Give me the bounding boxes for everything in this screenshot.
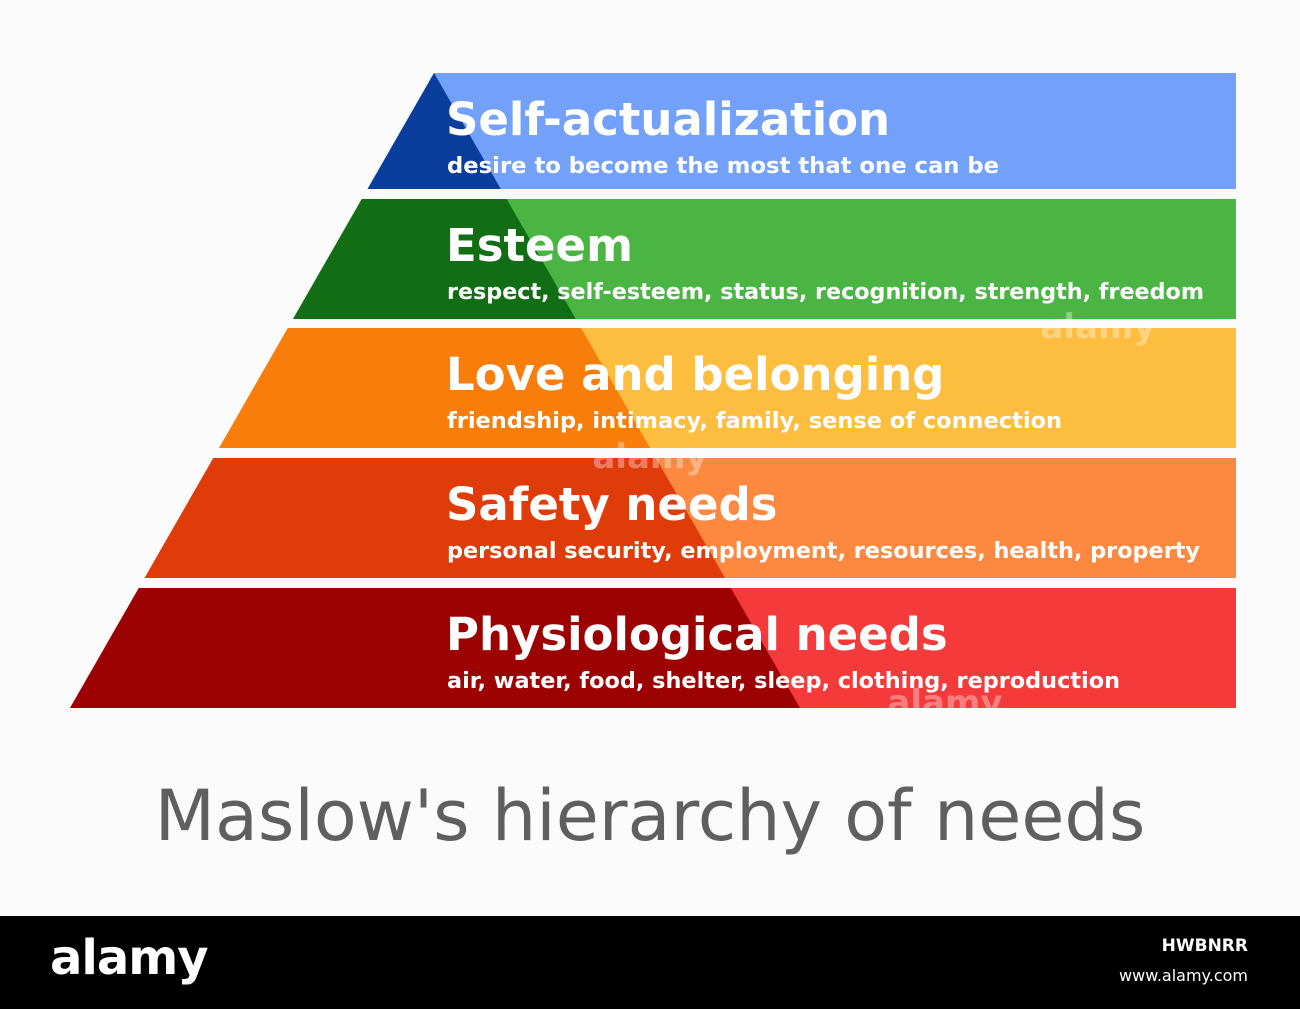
- diagram-title: Maslow's hierarchy of needs: [155, 775, 1146, 857]
- pyramid-diagram: Self-actualization desire to become the m…: [70, 73, 1237, 857]
- watermark-text: alamy: [1040, 307, 1155, 347]
- watermark-text: alamy: [887, 683, 1002, 723]
- tier-dark-band: [367, 73, 501, 189]
- tier-physiological-needs: Physiological needs air, water, food, she…: [70, 588, 1236, 708]
- footer-url: www.alamy.com: [1119, 966, 1248, 985]
- tier-description: respect, self-esteem, status, recognitio…: [447, 280, 1204, 305]
- tier-title: Safety needs: [446, 478, 777, 531]
- tier-title: Esteem: [446, 219, 633, 272]
- tier-title: Physiological needs: [446, 608, 948, 661]
- tier-description: desire to become the most that one can b…: [447, 154, 999, 179]
- tier-description: air, water, food, shelter, sleep, clothi…: [447, 669, 1120, 694]
- tier-description: personal security, employment, resources…: [447, 539, 1200, 564]
- tier-self-actualization: Self-actualization desire to become the m…: [367, 73, 1237, 189]
- diagram-canvas: Self-actualization desire to become the m…: [70, 73, 1237, 857]
- tier-title: Self-actualization: [446, 93, 890, 146]
- watermark-text: alamy: [592, 437, 707, 477]
- footer-logo: alamy: [50, 930, 209, 986]
- tier-light-band: [367, 73, 1237, 189]
- tier-dark-band: [70, 588, 800, 708]
- tier-dark-band: [219, 328, 651, 448]
- tier-dark-band: [292, 199, 576, 319]
- tier-dark-band: [144, 458, 726, 578]
- footer-bar: alamy HWBNRR www.alamy.com: [0, 916, 1300, 1009]
- tier-title: Love and belonging: [446, 348, 944, 401]
- image-id: HWBNRR: [1161, 936, 1248, 956]
- tier-description: friendship, intimacy, family, sense of c…: [447, 409, 1062, 434]
- tier-love-and-belonging: Love and belonging friendship, intimacy, …: [219, 328, 1236, 448]
- tier-safety-needs: Safety needs personal security, employmen…: [144, 458, 1237, 578]
- tier-esteem: Esteem respect, self-esteem, status, reco…: [292, 199, 1236, 319]
